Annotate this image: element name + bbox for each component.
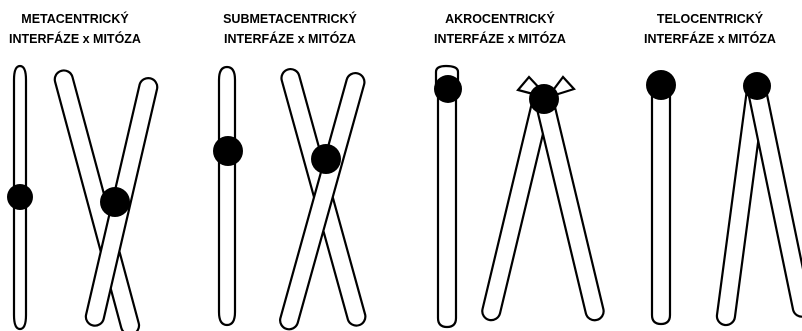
chromosome-arm	[652, 86, 670, 324]
centromere	[646, 70, 676, 100]
centromere	[743, 72, 771, 100]
metacentric-mitotic-chromosome	[55, 70, 157, 331]
submetacentric-mitotic-chromosome	[280, 69, 365, 329]
chromatid	[535, 92, 603, 321]
centromere	[311, 144, 341, 174]
submetacentric-interphase-chromosome	[213, 67, 243, 325]
telocentric-mitotic-chromosome	[717, 72, 802, 325]
centromere	[213, 136, 243, 166]
centromere	[7, 184, 33, 210]
centromere	[529, 84, 559, 114]
acrocentric-interphase-chromosome	[434, 66, 462, 327]
chromatid	[747, 77, 802, 316]
chromosome-arm	[219, 67, 235, 325]
acrocentric-mitotic-chromosome	[482, 77, 603, 320]
telocentric-interphase-chromosome	[646, 70, 676, 324]
chromosome-arm	[438, 92, 456, 327]
metacentric-interphase-chromosome	[7, 66, 33, 329]
centromere	[434, 75, 462, 103]
centromere	[100, 187, 130, 217]
